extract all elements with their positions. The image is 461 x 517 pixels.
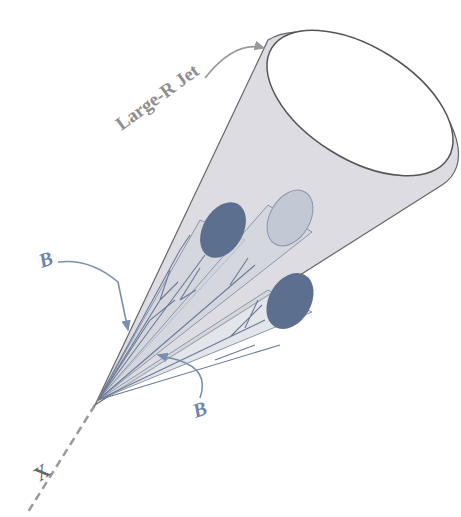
leader-line: [158, 355, 202, 398]
subjet-mouth: [258, 182, 323, 254]
jet-label: Large-R Jet: [112, 61, 202, 134]
leader-line: [58, 261, 128, 330]
particle-label: B: [36, 247, 55, 270]
subjet-mouth: [191, 194, 256, 266]
cone-mouth: [242, 0, 461, 205]
axis-label: X: [30, 460, 53, 485]
leader-line: [205, 47, 264, 78]
particle-label: B: [190, 397, 209, 420]
beam-axis: [28, 405, 95, 512]
subjet-mouth: [257, 265, 323, 338]
